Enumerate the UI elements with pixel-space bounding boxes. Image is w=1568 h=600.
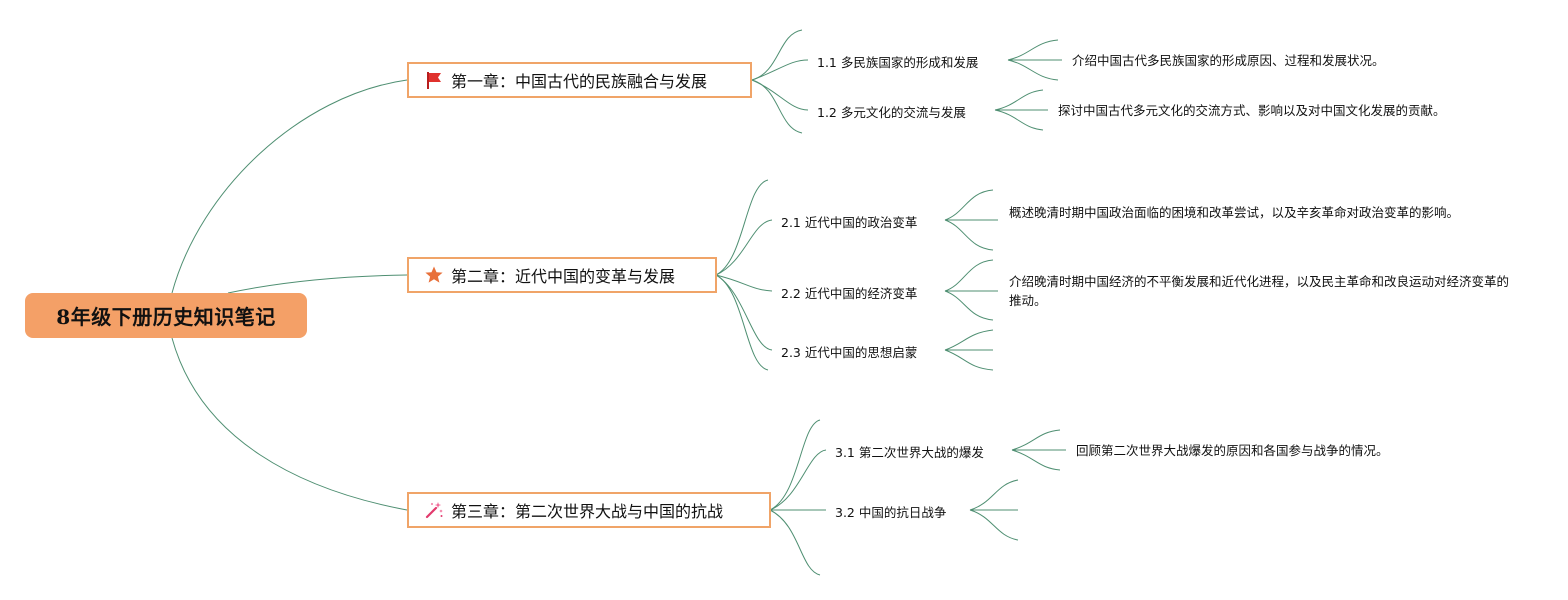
connector-t12-fan-bottom: [994, 109, 1044, 131]
connector-t21-fan-top: [944, 189, 994, 221]
connector-ch1-fan-top: [751, 29, 803, 81]
chapter-2-node[interactable]: 第二章：近代中国的变革与发展: [407, 257, 717, 293]
connector-ch3-fan-bottom: [769, 509, 821, 576]
connector-ch1-t1: [751, 59, 809, 81]
connector-ch2-t1: [715, 219, 773, 276]
topic-2-2-description: 介绍晚清时期中国经济的不平衡发展和近代化进程，以及民主革命和改良运动对经济变革的…: [1009, 274, 1510, 308]
chapter-3-node[interactable]: 第三章：第二次世界大战与中国的抗战: [407, 492, 771, 528]
connector-t32-fan-top: [969, 479, 1019, 511]
connector-ch3-t1: [769, 449, 827, 511]
connector-ch2-fan-top: [715, 179, 769, 276]
chapter-2-label: 第二章：近代中国的变革与发展: [451, 267, 676, 286]
root-topic[interactable]: 8年级下册历史知识笔记: [25, 293, 307, 338]
connector-root-ch1: [171, 79, 408, 294]
topic-3-1[interactable]: 3.1 第二次世界大战的爆发: [835, 445, 984, 460]
connector-ch3-fan-top: [769, 419, 821, 511]
topic-1-2-description: 探讨中国古代多元文化的交流方式、影响以及对中国文化发展的贡献。: [1058, 103, 1446, 118]
connector-t23-fan-bottom: [944, 349, 994, 371]
topic-3-2[interactable]: 3.2 中国的抗日战争: [835, 505, 947, 520]
topic-2-3[interactable]: 2.3 近代中国的思想启蒙: [781, 345, 918, 360]
connector-root-ch2: [227, 274, 408, 294]
connector-t11-fan-top: [1007, 39, 1059, 61]
topic-2-1-description: 概述晚清时期中国政治面临的困境和改革尝试，以及辛亥革命对政治变革的影响。: [1009, 205, 1460, 220]
connector-root-ch3: [171, 337, 408, 511]
connector-t22-fan-top: [944, 259, 994, 292]
connector-t32-fan-bottom: [969, 509, 1019, 541]
chapter-1-node[interactable]: 第一章：中国古代的民族融合与发展: [407, 62, 752, 98]
topic-2-1[interactable]: 2.1 近代中国的政治变革: [781, 215, 918, 230]
red-flag-icon: [423, 69, 445, 91]
chapter-1-label: 第一章：中国古代的民族融合与发展: [451, 72, 708, 91]
root-topic-title: 8年级下册历史知识笔记: [56, 305, 276, 329]
topic-2-2[interactable]: 2.2 近代中国的经济变革: [781, 286, 918, 301]
chapter-3-label: 第三章：第二次世界大战与中国的抗战: [451, 502, 724, 521]
connector-t21-fan-bottom: [944, 219, 994, 251]
orange-star-icon: [423, 264, 445, 286]
connector-t11-fan-bottom: [1007, 59, 1059, 81]
connector-t31-fan-top: [1011, 429, 1061, 451]
topic-1-1-description: 介绍中国古代多民族国家的形成原因、过程和发展状况。: [1072, 53, 1385, 68]
sparkle-wand-icon: [423, 499, 445, 521]
connector-ch1-t2: [751, 79, 809, 111]
connector-ch2-t2: [715, 274, 773, 292]
topic-1-2[interactable]: 1.2 多元文化的交流与发展: [817, 105, 966, 120]
topic-3-1-description: 回顾第二次世界大战爆发的原因和各国参与战争的情况。: [1076, 443, 1389, 458]
connector-ch2-t3: [715, 274, 773, 351]
connector-t22-fan-bottom: [944, 290, 994, 321]
topic-1-1[interactable]: 1.1 多民族国家的形成和发展: [817, 55, 979, 70]
connector-t31-fan-bottom: [1011, 449, 1061, 471]
connector-t12-fan-top: [994, 89, 1044, 111]
connector-t23-fan-top: [944, 329, 994, 351]
